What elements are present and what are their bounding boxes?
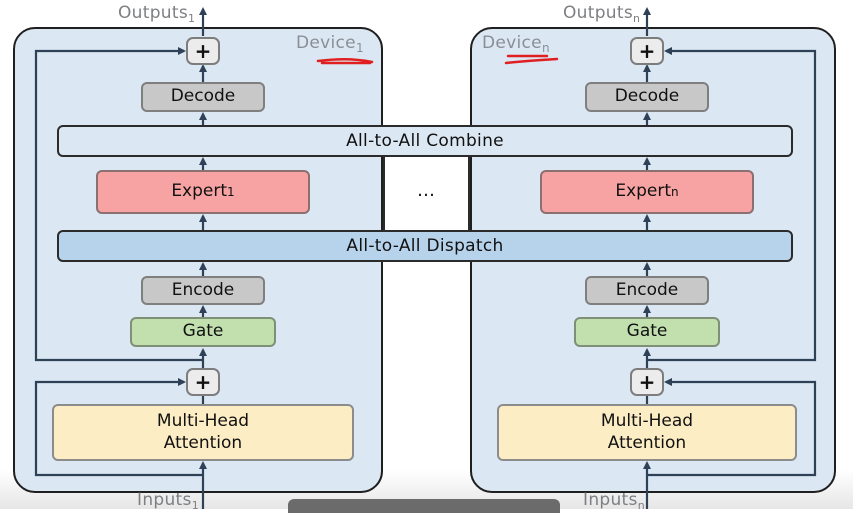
attention-n-line2: Attention xyxy=(607,432,687,453)
inter-device-gap xyxy=(383,157,470,230)
expert-n-sub: n xyxy=(671,184,679,199)
outputs-n-text: Outputs xyxy=(563,3,634,23)
attention-n-line1: Multi-Head xyxy=(600,411,694,432)
residual-lower-1 xyxy=(34,378,203,477)
expert-1-sub: 1 xyxy=(227,184,235,199)
add-node-top-1: + xyxy=(186,37,220,65)
outputs-n-sub: n xyxy=(633,12,641,25)
expert-1-text: Expert xyxy=(171,181,228,202)
all-to-all-dispatch-bar: All-to-All Dispatch xyxy=(57,230,793,262)
more-devices-ellipsis: … xyxy=(417,180,436,201)
attention-1-line2: Attention xyxy=(163,432,243,453)
encode-block-1: Encode xyxy=(141,276,265,305)
video-progress-bar[interactable] xyxy=(288,499,560,513)
expert-n-text: Expert xyxy=(615,181,672,202)
combine-label: All-to-All Combine xyxy=(346,131,504,151)
annotation-underline-device-n xyxy=(504,54,559,65)
device-1-label: Device1 xyxy=(296,33,364,55)
decode-block-n: Decode xyxy=(585,82,709,112)
inputs-1-sub: 1 xyxy=(191,499,199,512)
outputs-n-label: Outputsn xyxy=(563,3,640,25)
dispatch-label: All-to-All Dispatch xyxy=(346,236,504,256)
all-to-all-combine-bar: All-to-All Combine xyxy=(57,125,793,157)
residual-lower-n xyxy=(647,378,817,477)
add-node-top-n: + xyxy=(630,37,664,65)
device-1-label-text: Device xyxy=(296,33,356,53)
annotation-underline-device-1 xyxy=(316,58,374,65)
inputs-n-label: Inputsn xyxy=(583,490,645,512)
device-1-subscript: 1 xyxy=(355,41,364,55)
attention-1-line1: Multi-Head xyxy=(156,411,250,432)
inputs-n-sub: n xyxy=(637,499,645,512)
gate-block-n: Gate xyxy=(574,317,720,347)
outputs-1-sub: 1 xyxy=(188,12,196,25)
inputs-n-text: Inputs xyxy=(583,490,638,510)
residual-upper-1 xyxy=(34,47,203,362)
decode-block-1: Decode xyxy=(141,82,265,112)
add-node-bottom-1: + xyxy=(186,368,220,396)
device-n-label: Devicen xyxy=(482,33,550,55)
outputs-1-label: Outputs1 xyxy=(118,3,195,25)
inputs-1-label: Inputs1 xyxy=(137,490,199,512)
gate-block-1: Gate xyxy=(130,317,276,347)
inputs-1-text: Inputs xyxy=(137,490,192,510)
encode-block-n: Encode xyxy=(585,276,709,305)
add-node-bottom-n: + xyxy=(630,368,664,396)
residual-upper-n xyxy=(647,47,817,362)
outputs-1-text: Outputs xyxy=(118,3,189,23)
device-n-subscript: n xyxy=(541,41,550,55)
device-n-label-text: Device xyxy=(482,33,542,53)
